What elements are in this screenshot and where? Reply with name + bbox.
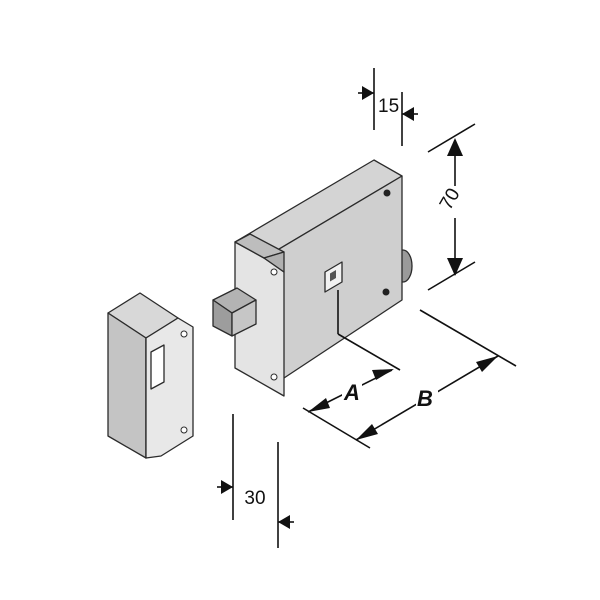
dimension-15: 15 — [358, 68, 418, 146]
dimension-70: 70 — [427, 123, 476, 291]
dim-15-arrow-left — [362, 86, 374, 100]
dim-70-ext-top — [427, 123, 476, 153]
dim-70-label-bg — [441, 186, 469, 218]
body-screw-top — [383, 189, 391, 197]
dim-b-arrow-left — [356, 424, 378, 440]
dim-a-label-bg — [342, 376, 362, 402]
dim-b-label: B — [417, 386, 433, 411]
body-screw-bottom — [382, 288, 390, 296]
latch-bolt-bevel — [231, 299, 257, 337]
key-hole-slot — [330, 270, 336, 282]
dim-a-arrow-left — [308, 398, 330, 412]
dimension-30: 30 — [217, 414, 294, 548]
dim-70-arrow-top — [447, 138, 463, 156]
strike-screw-hole-top — [180, 330, 188, 338]
dim-a-label: A — [343, 380, 360, 405]
dim-a-arrow-right — [372, 369, 394, 380]
front-screw-hole-top — [270, 268, 278, 276]
strike-plate — [107, 292, 194, 459]
dim-b-arrow-right — [476, 356, 498, 372]
dim-15-label: 15 — [378, 96, 399, 117]
strike-screw-hole-bottom — [180, 426, 188, 434]
strike-slot — [150, 344, 165, 390]
dim-70-arrow-bottom — [447, 258, 463, 276]
dim-30-arrow-right — [278, 515, 290, 529]
dim-70-ext-bottom — [427, 261, 476, 291]
dim-30-arrow-left — [221, 480, 233, 494]
front-screw-hole-bottom — [270, 373, 278, 381]
dim-b-label-bg — [416, 382, 438, 410]
dim-15-arrow-right — [402, 107, 414, 121]
dimension-b: B — [302, 309, 517, 449]
dimension-a: A — [307, 290, 401, 413]
lock-step — [263, 251, 285, 273]
lock-body — [212, 159, 413, 397]
dim-a-ext-2 — [337, 333, 401, 371]
strike-left-face — [107, 312, 147, 459]
dim-b-ext-right — [419, 309, 517, 367]
dim-30-label: 30 — [244, 488, 265, 509]
dim-b-ext-left — [302, 407, 371, 449]
